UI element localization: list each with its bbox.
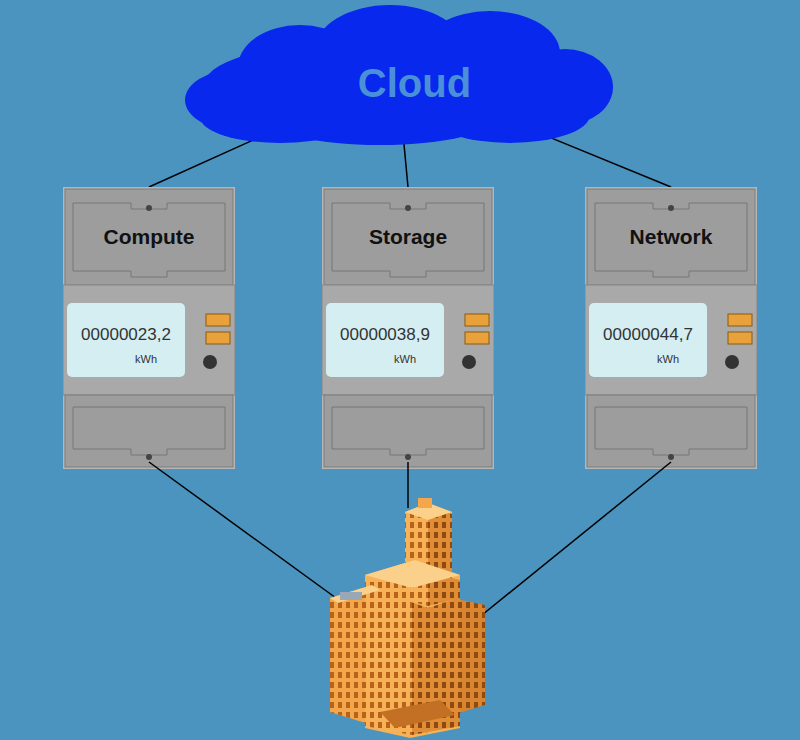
energy-meter: Compute 00000023,2 kWh — [63, 187, 235, 469]
meter-unit: kWh — [657, 353, 679, 365]
cloud-shape: Cloud — [180, 5, 615, 145]
meter-reading: 00000044,7 — [603, 325, 693, 345]
meter-reading: 00000038,9 — [340, 325, 430, 345]
meter-unit: kWh — [135, 353, 157, 365]
cloud-label: Cloud — [358, 61, 471, 106]
meter-title: Network — [630, 225, 713, 249]
meter-title: Storage — [369, 225, 447, 249]
meter-unit: kWh — [394, 353, 416, 365]
meter-wire — [149, 462, 671, 615]
energy-meter: Network 00000044,7 kWh — [585, 187, 757, 469]
meter-reading: 00000023,2 — [81, 325, 171, 345]
meter-title: Compute — [104, 225, 195, 249]
energy-meter: Storage 00000038,9 kWh — [322, 187, 494, 469]
building — [330, 498, 485, 738]
connector-line — [404, 143, 408, 187]
